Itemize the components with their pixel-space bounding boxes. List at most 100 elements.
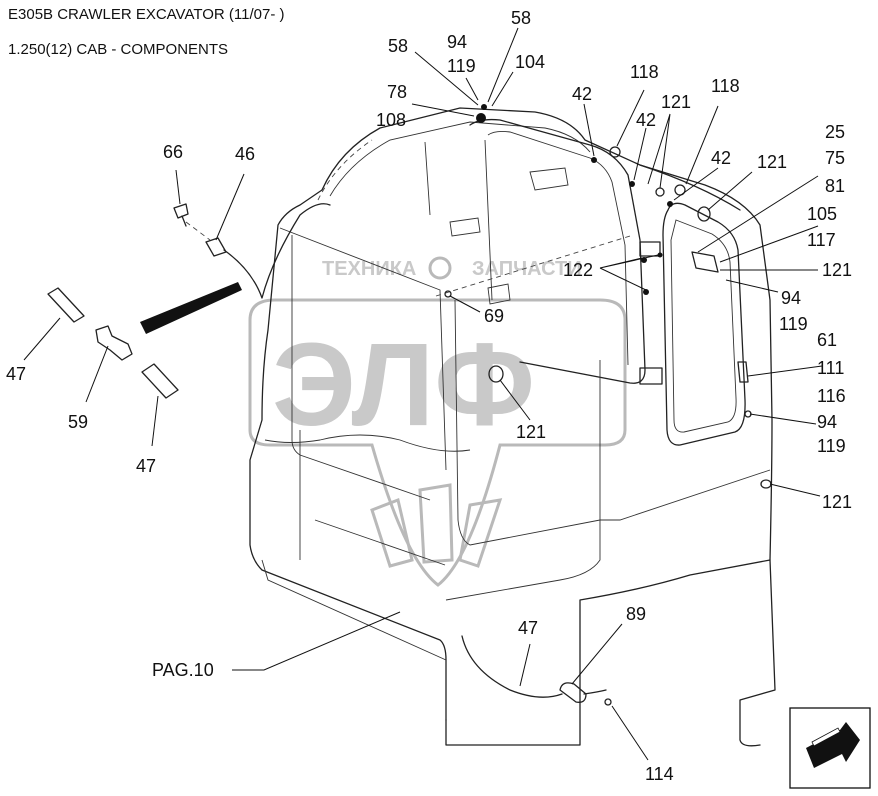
bolt-66-path [185, 221, 211, 241]
fastener-42c [667, 201, 673, 207]
fastener-42a [591, 157, 597, 163]
cab-left-rear-edge [279, 227, 447, 471]
callout-47: 47 [136, 456, 156, 476]
grommet-121-roof [655, 187, 665, 197]
cable-46 [223, 203, 331, 299]
callout-118: 118 [630, 62, 659, 82]
cab-left-wall [249, 189, 447, 721]
watermark-text-left: ТЕХНИКА [322, 258, 416, 280]
callout-116: 116 [817, 386, 846, 406]
watermark-big-text: ЭЛФ [272, 319, 535, 451]
callout-121: 121 [516, 422, 546, 442]
watermark-gear-icon [428, 256, 452, 280]
grommet-121-side [760, 479, 772, 489]
fastener-104 [476, 113, 486, 123]
bolt-122c [657, 252, 663, 258]
cap-114 [604, 698, 612, 706]
callout-119: 119 [447, 56, 476, 76]
callout-119: 119 [779, 314, 808, 334]
cab-base-lip [261, 559, 447, 661]
loose-components [47, 104, 772, 706]
callout-66: 66 [163, 142, 183, 162]
cap-118b [674, 184, 686, 196]
watermark-towers-icon [370, 483, 503, 568]
bolt-66 [173, 203, 189, 227]
grommet-69 [444, 290, 452, 298]
door-window-inner [670, 219, 737, 433]
roof-liner-dashed [317, 139, 373, 201]
grommet-121-center [488, 365, 504, 383]
callout-42: 42 [711, 148, 731, 168]
callout-25: 25 [825, 122, 845, 142]
callout-94: 94 [447, 32, 467, 52]
callout-61: 61 [817, 330, 837, 350]
cab-interior-lines [299, 430, 446, 566]
watermark-text-right: ЗАПЧАСТИ [472, 258, 582, 280]
callout-89: 89 [626, 604, 646, 624]
callout-118: 118 [711, 76, 740, 96]
watermark-shield-shape [248, 298, 627, 587]
cable-46-bundle [140, 282, 242, 334]
fastener-58 [481, 104, 487, 110]
callout-69: 69 [484, 306, 504, 326]
cab-lower-panel [445, 559, 776, 747]
callout-119: 119 [817, 436, 846, 456]
callout-78: 78 [387, 82, 407, 102]
callout-121: 121 [822, 260, 852, 280]
door-latch-105 [691, 251, 719, 273]
callout-117: 117 [807, 230, 836, 250]
connector-59 [95, 325, 133, 361]
callout-labels: 58 58 94 119 104 78 108 42 118 121 42 11… [6, 8, 852, 784]
tube-47-top [47, 287, 85, 323]
watermark: ТЕХНИКА ЗАПЧАСТИ ЭЛФ [248, 256, 627, 587]
callout-46: 46 [235, 144, 255, 164]
callout-47: 47 [518, 618, 538, 638]
cab-right-wall [639, 164, 773, 561]
callout-121: 121 [661, 92, 691, 112]
callout-108: 108 [376, 110, 406, 130]
grommet-89 [559, 682, 587, 703]
door-window-outer [662, 202, 746, 446]
grommet-121-door [697, 206, 711, 222]
tube-47-bottom [141, 363, 179, 399]
callout-58: 58 [511, 8, 531, 28]
callout-114: 114 [645, 764, 674, 784]
next-page-arrow-icon[interactable] [789, 707, 871, 789]
leader-lines [23, 27, 823, 761]
bolt-122b [643, 289, 649, 295]
interior-bracket [449, 217, 481, 237]
callout-59: 59 [68, 412, 88, 432]
callout-94: 94 [817, 412, 837, 432]
cab-center-pillar [454, 299, 601, 546]
callout-42: 42 [636, 110, 656, 130]
cab-right-lower-edge [599, 360, 771, 521]
callout-104: 104 [515, 52, 545, 72]
callout-42: 42 [572, 84, 592, 104]
diagram-subtitle: 1.250(12) CAB - COMPONENTS [8, 41, 229, 58]
cab-seat-contour [264, 434, 471, 452]
cab-roof-inner-edge [329, 121, 591, 197]
fastener-42b [629, 181, 635, 187]
callout-75: 75 [825, 148, 845, 168]
cable-47-end [583, 689, 607, 695]
callout-81: 81 [825, 176, 845, 196]
cab-floor-edge [445, 520, 601, 601]
callout-105: 105 [807, 204, 837, 224]
cab-rear-pillars [424, 139, 493, 301]
callout-94: 94 [781, 288, 801, 308]
callout-122: 122 [563, 260, 593, 280]
diagram-title: E305B CRAWLER EXCAVATOR (11/07- ) [8, 6, 285, 23]
page-reference-link[interactable]: PAG.10 [152, 660, 214, 680]
roof-bracket [529, 167, 569, 191]
callout-47: 47 [6, 364, 26, 384]
light-46 [205, 237, 227, 257]
cab-body [249, 107, 776, 747]
callout-121: 121 [757, 152, 787, 172]
door-lock-111 [737, 361, 749, 383]
callout-121: 121 [822, 492, 852, 512]
interior-module [487, 283, 511, 305]
cab-hidden-edge [435, 235, 631, 297]
callout-111: 111 [817, 358, 844, 378]
callout-58: 58 [388, 36, 408, 56]
